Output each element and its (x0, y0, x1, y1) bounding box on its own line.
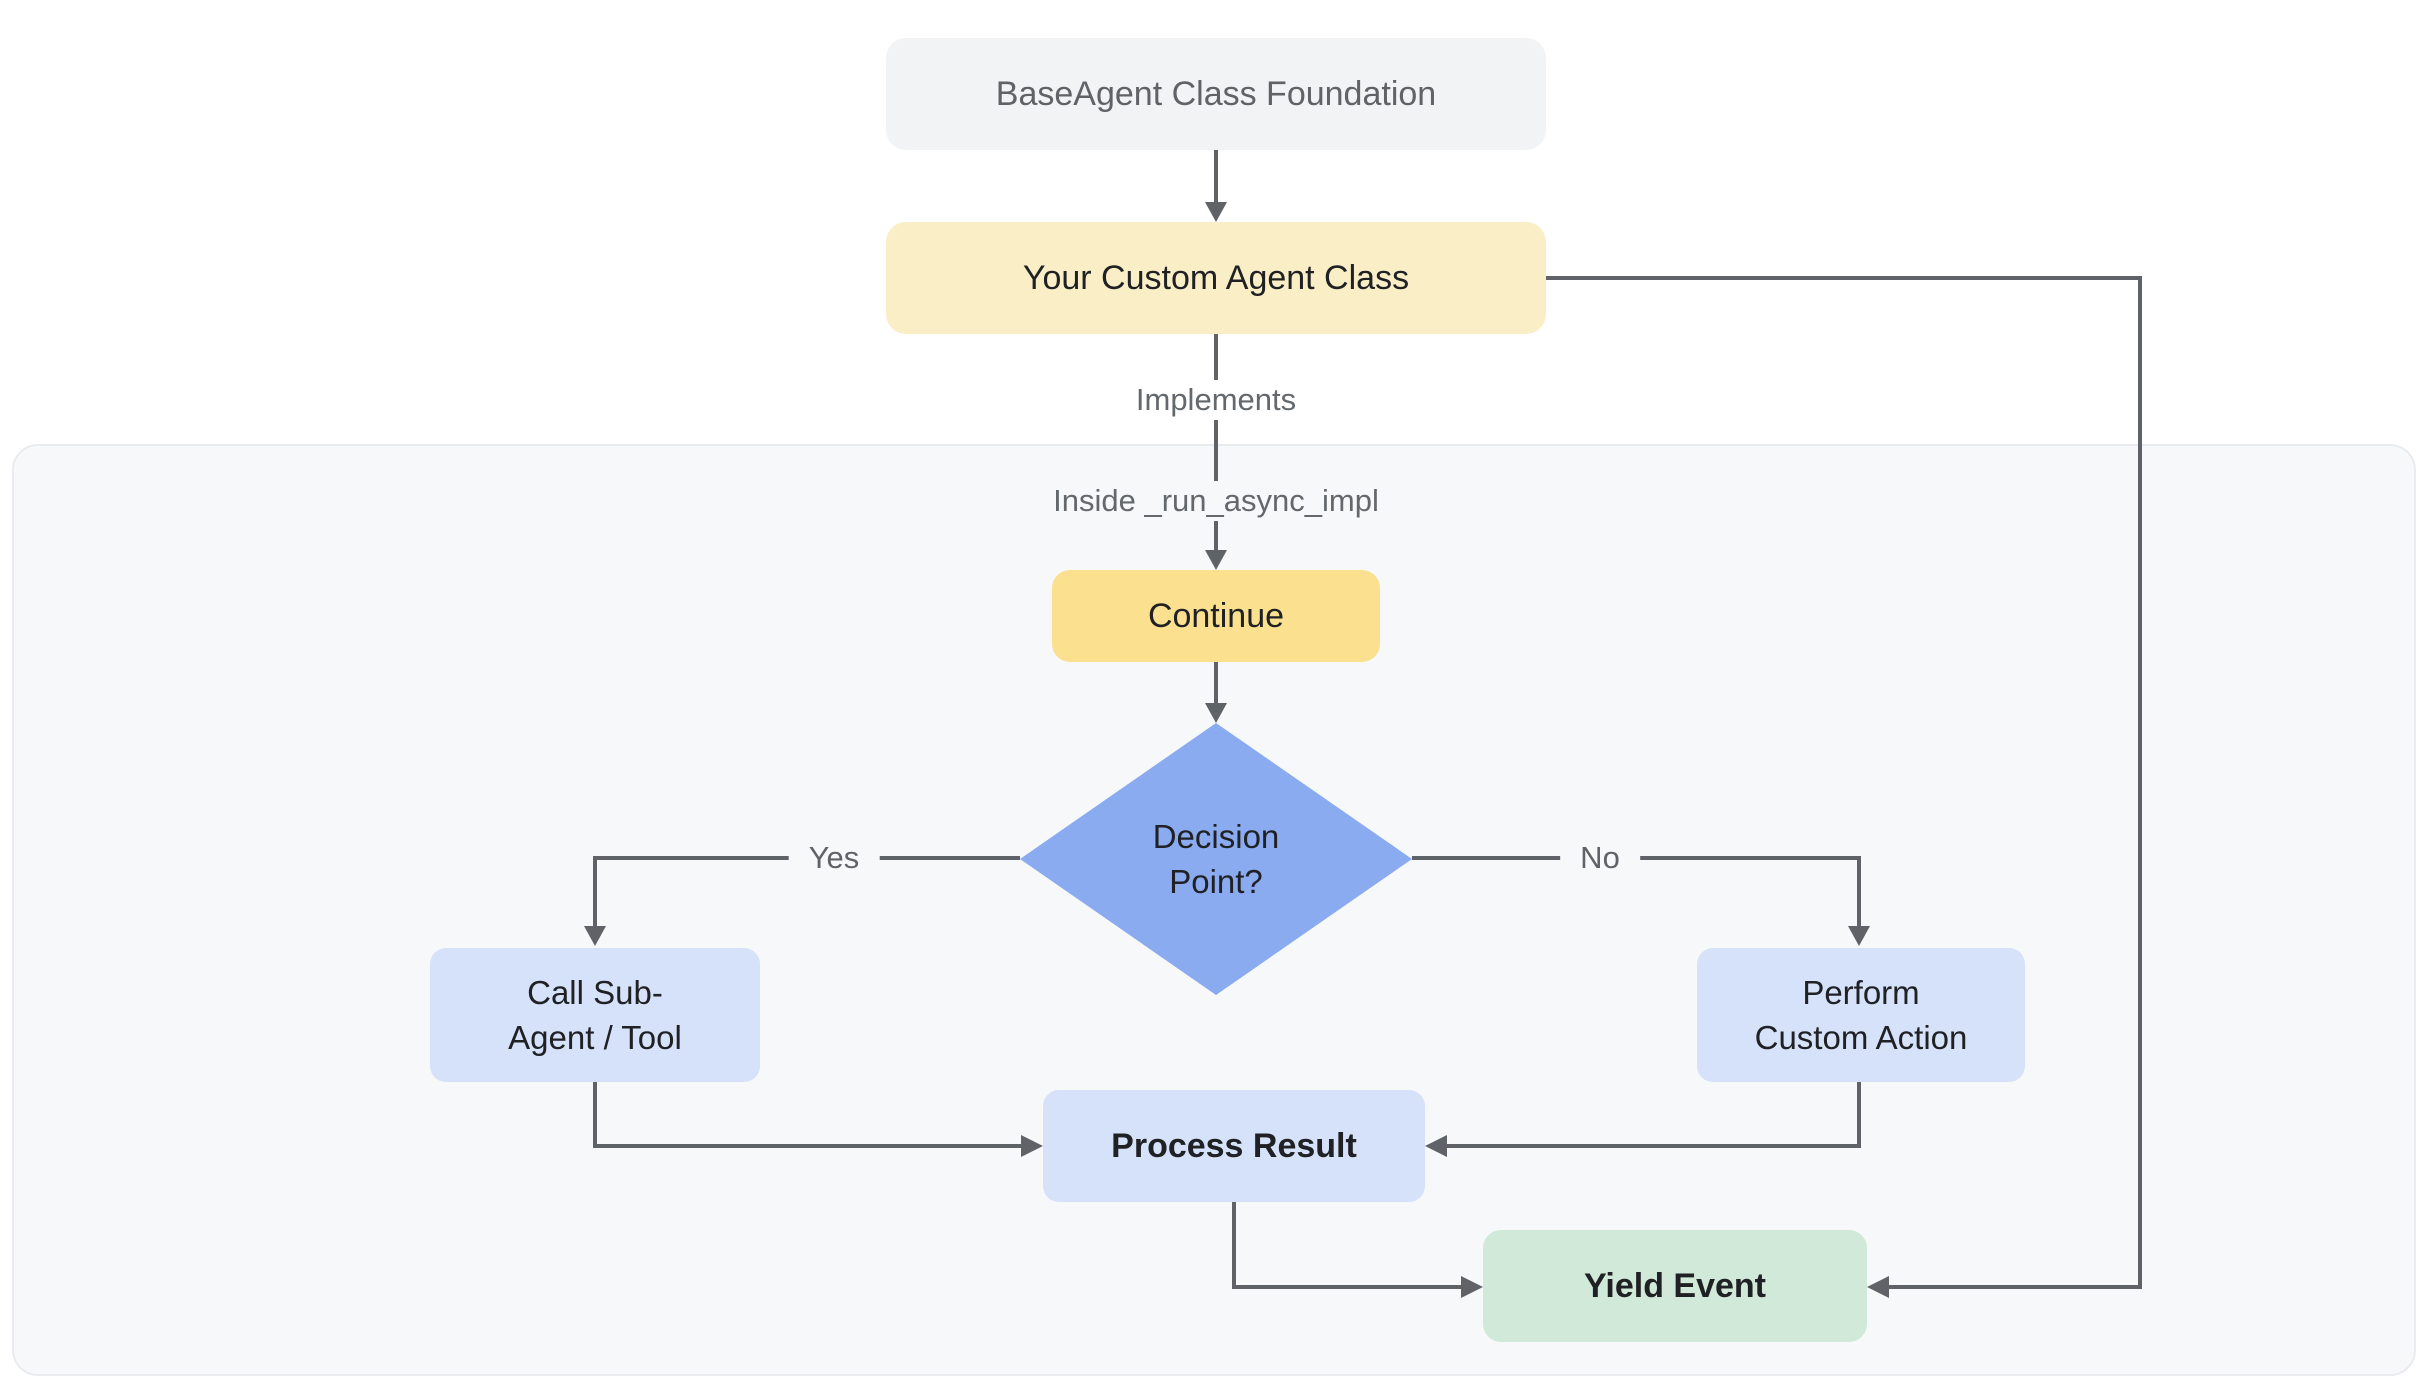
edge-no-vertical (1857, 856, 1861, 926)
node-perform-custom-action: Perform Custom Action (1697, 948, 2025, 1082)
decision-diamond-shape (1020, 723, 1412, 995)
arrowhead-into-yield-right (1867, 1276, 1889, 1298)
edge-custom-right (1546, 276, 2142, 280)
node-continue: Continue (1052, 570, 1380, 662)
edge-continue-to-decision (1214, 662, 1218, 703)
node-call-sub-agent-tool: Call Sub- Agent / Tool (430, 948, 760, 1082)
edge-label-yes: Yes (788, 838, 880, 878)
arrowhead-into-yield-left (1461, 1276, 1483, 1298)
edge-process-down (1232, 1202, 1236, 1289)
node-process-result: Process Result (1043, 1090, 1425, 1202)
edge-custom-to-continue (1214, 334, 1218, 550)
arrowhead-into-decision (1205, 703, 1227, 723)
edge-callsub-down (593, 1082, 597, 1148)
edge-label-no: No (1560, 838, 1640, 878)
edge-process-to-yield (1232, 1285, 1461, 1289)
node-continue-label: Continue (1147, 596, 1285, 635)
node-yield-event: Yield Event (1483, 1230, 1867, 1342)
node-decision-point-label: Decision Point? (1152, 818, 1280, 900)
edge-label-inside-run-async-impl: Inside _run_async_impl (1039, 481, 1393, 521)
arrowhead-into-continue (1205, 550, 1227, 570)
edge-label-implements: Implements (1121, 380, 1311, 420)
node-baseagent-foundation: BaseAgent Class Foundation (886, 38, 1546, 150)
edge-right-to-yield (1889, 1285, 2140, 1289)
arrowhead-into-process-left (1021, 1135, 1043, 1157)
arrowhead-into-process-right (1425, 1135, 1447, 1157)
node-baseagent-foundation-label: BaseAgent Class Foundation (995, 74, 1437, 113)
edge-yes-vertical (593, 856, 597, 926)
edge-callsub-to-process (595, 1144, 1021, 1148)
node-yield-event-label: Yield Event (1583, 1266, 1767, 1305)
node-your-custom-agent-class-label: Your Custom Agent Class (1022, 258, 1410, 297)
node-decision-point: Decision Point? (1020, 723, 1412, 995)
edge-perform-to-process (1447, 1144, 1859, 1148)
node-process-result-label: Process Result (1111, 1126, 1357, 1165)
edge-foundation-to-custom (1214, 150, 1218, 204)
arrowhead-into-call-sub-agent (584, 926, 606, 946)
arrowhead-into-custom-agent (1205, 202, 1227, 222)
edge-right-vertical (2138, 276, 2142, 1289)
node-your-custom-agent-class: Your Custom Agent Class (886, 222, 1546, 334)
edge-perform-down (1857, 1082, 1861, 1148)
arrowhead-into-perform-custom (1848, 926, 1870, 946)
